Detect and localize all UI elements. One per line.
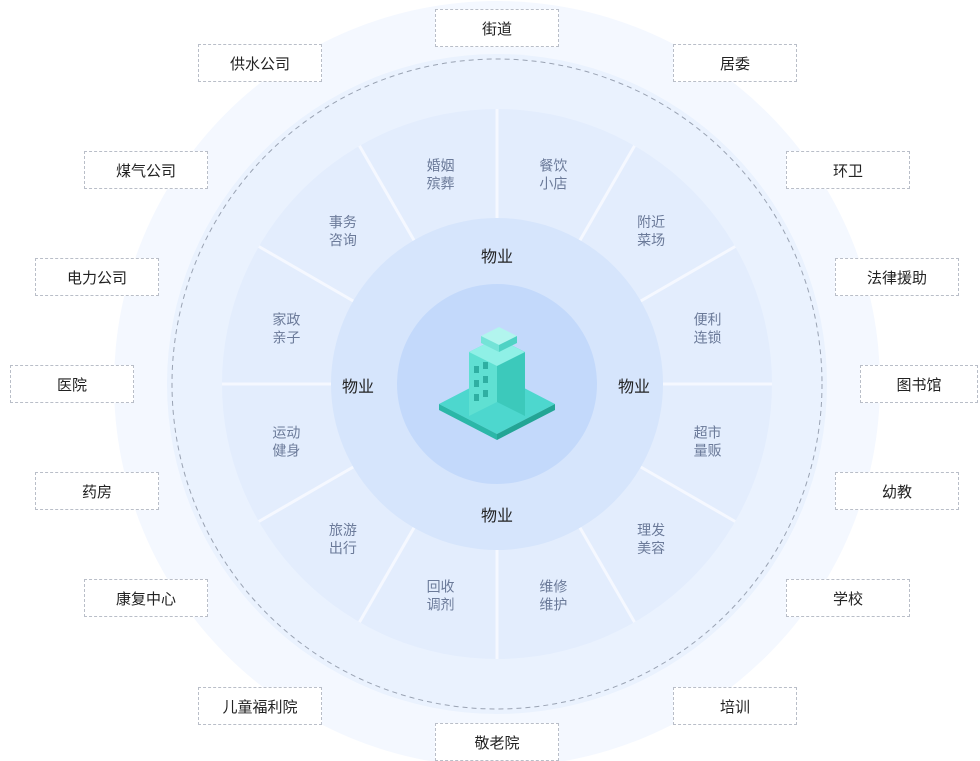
service-label: 事务咨询 <box>329 215 357 249</box>
node-gas-company: 煤气公司 <box>84 151 208 189</box>
node-nursing-home: 敬老院 <box>435 723 559 761</box>
service-label: 家政亲子 <box>272 312 300 347</box>
service-divider <box>358 527 416 623</box>
node-street: 街道 <box>435 9 559 47</box>
service-dividers <box>222 109 772 659</box>
node-school: 学校 <box>786 579 910 617</box>
service-label: 运动健身 <box>272 425 300 459</box>
service-divider <box>578 527 636 623</box>
node-pharmacy: 药房 <box>35 472 159 510</box>
node-water-company: 供水公司 <box>198 44 322 82</box>
service-label: 回收调剂 <box>427 580 455 614</box>
service-label: 超市量贩 <box>694 424 722 459</box>
service-divider <box>258 245 354 303</box>
service-label: 维修维护 <box>539 580 567 614</box>
service-label: 附近菜场 <box>637 215 665 249</box>
property-label-top: 物业 <box>481 247 513 266</box>
node-rehab-center: 康复中心 <box>84 579 208 617</box>
building-icon <box>439 327 555 440</box>
service-label: 餐饮小店 <box>539 158 567 192</box>
property-label-right: 物业 <box>618 377 650 396</box>
service-divider <box>640 245 736 303</box>
service-label: 理发美容 <box>637 523 665 557</box>
node-sanitation: 环卫 <box>786 151 910 189</box>
service-label: 便利连锁 <box>694 313 722 347</box>
node-residents-committee: 居委 <box>673 44 797 82</box>
node-power-company: 电力公司 <box>35 258 159 296</box>
service-divider <box>578 145 636 241</box>
node-training: 培训 <box>673 687 797 725</box>
service-divider <box>258 465 354 523</box>
service-label: 旅游出行 <box>329 523 357 557</box>
dashed-orbit <box>171 58 823 710</box>
node-legal-aid: 法律援助 <box>835 258 959 296</box>
service-divider <box>640 465 736 523</box>
property-label-left: 物业 <box>342 377 374 396</box>
node-children-welfare: 儿童福利院 <box>198 687 322 725</box>
node-preschool: 幼教 <box>835 472 959 510</box>
property-label-bottom: 物业 <box>481 506 513 525</box>
service-divider <box>358 145 416 241</box>
service-label: 婚姻殡葬 <box>427 158 455 192</box>
node-library: 图书馆 <box>860 365 978 403</box>
node-hospital: 医院 <box>10 365 134 403</box>
